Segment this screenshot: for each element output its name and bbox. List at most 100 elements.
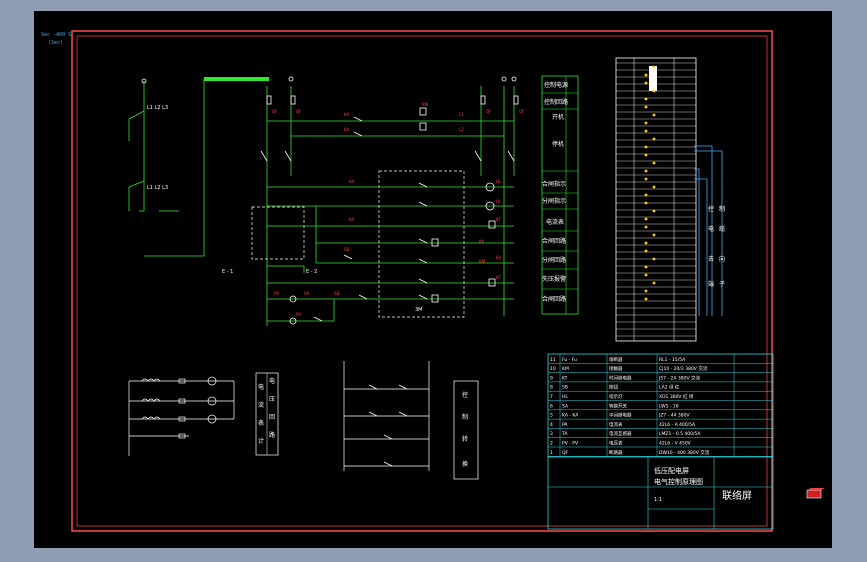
current-circuit <box>128 376 235 456</box>
part-code: Fu - Fu <box>562 357 577 363</box>
switch-contacts <box>343 361 430 471</box>
cable-runs <box>694 145 723 316</box>
part-no: 11 <box>550 357 556 363</box>
part-no: 9 <box>550 375 553 381</box>
svg-text:KA: KA <box>496 255 502 260</box>
drawing-title-2: 电气控制原理图 <box>654 477 703 486</box>
wiring-dot <box>644 193 648 197</box>
breaker-dashed-box <box>251 206 305 260</box>
svg-text:SB: SB <box>334 291 340 296</box>
wiring-dot <box>652 233 656 237</box>
hud-label: (Sec) <box>48 40 64 46</box>
green-bus-bar <box>204 77 269 81</box>
part-code: PA <box>562 422 568 428</box>
wiring-dot <box>644 169 648 173</box>
svg-text:L1: L1 <box>459 112 464 117</box>
part-code: SA <box>562 403 569 409</box>
part-spec: XD1 380V 红 绿 <box>659 393 694 400</box>
wiring-dot <box>644 81 648 85</box>
wiring-dot <box>644 265 648 269</box>
wiring-dot <box>652 113 656 117</box>
frame-outer <box>71 30 773 532</box>
svg-text:SB: SB <box>344 247 350 252</box>
part-spec: CJ10 - 20/3 380V 交流 <box>659 365 708 372</box>
part-name: 断路器 <box>609 449 623 456</box>
wiring-dot <box>652 281 656 285</box>
svg-text:QF: QF <box>296 109 302 114</box>
part-no: 5 <box>550 413 553 419</box>
right-row-6: 电流表 <box>546 218 564 226</box>
cad-viewport[interactable]: Sec -400 S (Sec) L1 L2 L3 L1 L2 L3 <box>34 11 832 548</box>
svg-text:KA: KA <box>349 179 355 184</box>
svg-text:KA: KA <box>344 127 350 132</box>
legend-left-3: 计 <box>258 437 264 445</box>
drawing-title-1: 低压配电屏 <box>654 466 689 475</box>
svg-text:KM: KM <box>422 102 429 107</box>
part-code: KT <box>562 375 568 381</box>
part-code: PV - PV <box>562 441 579 447</box>
drawing-canvas: L1 L2 L3 L1 L2 L3 <box>71 30 774 532</box>
wiring-dot <box>652 209 656 213</box>
svg-text:PV: PV <box>274 291 279 296</box>
legend-left-2: 表 <box>258 419 264 427</box>
svg-text:HL: HL <box>496 179 502 184</box>
box-label-1: E - 1 <box>222 269 233 275</box>
right-row-9: 失压报警 <box>542 275 566 283</box>
svg-text:SA: SA <box>304 291 310 296</box>
part-spec: JZ7 - 44 380V <box>658 413 691 419</box>
right-row-4: 合闸指示 <box>542 180 566 188</box>
part-code: KM <box>562 366 569 372</box>
right-row-2: 开机 <box>552 113 564 121</box>
part-name: 电压表 <box>609 440 623 447</box>
svg-text:去: 去 <box>708 255 714 263</box>
part-code: SB <box>562 385 568 391</box>
view-cube-icon[interactable] <box>805 485 825 499</box>
svg-text:端: 端 <box>708 280 714 288</box>
power-label-1: L1 L2 L3 <box>147 105 168 111</box>
part-code: QF <box>562 450 569 456</box>
part-no: 7 <box>550 394 553 400</box>
wiring-dot <box>652 137 656 141</box>
svg-text:向: 向 <box>719 255 725 263</box>
svg-text:电: 电 <box>708 225 714 233</box>
right-row-0: 控制电源 <box>544 81 568 89</box>
wiring-dot <box>644 217 648 221</box>
wiring-dot <box>652 257 656 261</box>
relay-dashed-box <box>378 170 465 318</box>
relay-box-label: 3M <box>415 307 423 313</box>
wiring-dot <box>644 153 648 157</box>
part-code: KA - KA <box>562 413 579 419</box>
svg-text:PV: PV <box>296 312 301 317</box>
frame-inner <box>76 35 768 527</box>
part-name: 熔断器 <box>609 356 623 363</box>
part-spec: JS7 - 2A 380V 交流 <box>658 374 701 381</box>
svg-text:KT: KT <box>496 217 501 222</box>
wiring-table: 控制 电缆 去向 端子 <box>615 57 725 342</box>
svg-text:KT: KT <box>496 275 501 280</box>
wiring-dot <box>644 297 648 301</box>
svg-text:子: 子 <box>719 281 725 288</box>
part-spec: RL1 - 15/5A <box>659 357 686 363</box>
svg-text:KM: KM <box>479 259 486 264</box>
part-code: TA <box>561 431 568 437</box>
wiring-dot <box>652 161 656 165</box>
wiring-highlight <box>649 66 657 91</box>
svg-text:控: 控 <box>708 205 714 213</box>
scale-value: 1:1 <box>654 497 662 503</box>
wiring-dot <box>644 129 648 133</box>
svg-text:QF: QF <box>486 109 492 114</box>
svg-text:KA: KA <box>349 217 355 222</box>
part-code: HL <box>562 394 568 400</box>
wiring-dot <box>644 145 648 149</box>
right-row-8: 分闸回路 <box>542 256 566 264</box>
part-name: 接触器 <box>609 365 623 372</box>
part-name: 电流互感器 <box>609 430 632 437</box>
part-name: 电流表 <box>609 421 623 428</box>
right-row-1: 控制回路 <box>544 98 568 106</box>
wiring-dot <box>644 289 648 293</box>
svg-text:QF: QF <box>272 109 278 114</box>
wiring-dot <box>644 177 648 181</box>
right-row-7: 合闸回路 <box>542 237 566 245</box>
part-name: 指示灯 <box>609 393 623 400</box>
wiring-dot <box>644 97 648 101</box>
